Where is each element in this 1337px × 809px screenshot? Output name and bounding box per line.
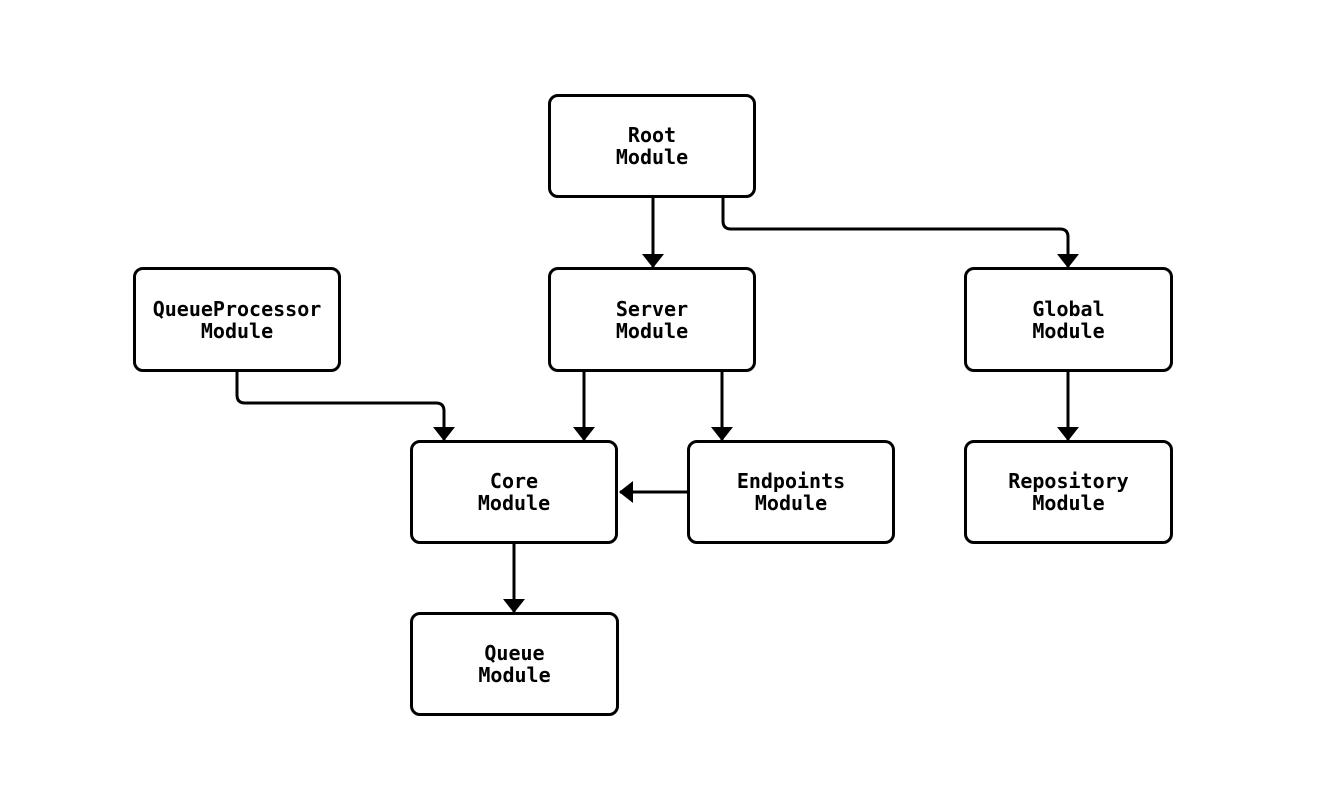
- edge-root-global: [721, 198, 1079, 268]
- node-root: Root Module: [548, 94, 756, 198]
- node-label-core: Core Module: [477, 469, 551, 515]
- node-server: Server Module: [548, 267, 756, 372]
- node-repository: Repository Module: [964, 440, 1173, 544]
- node-label-repository: Repository Module: [1008, 469, 1129, 515]
- node-label-global: Global Module: [1032, 296, 1105, 343]
- node-label-queue: Queue Module: [478, 641, 551, 687]
- node-label-root: Root Module: [615, 123, 689, 169]
- edge-group: [235, 198, 1079, 613]
- edge-queueprocessor-core: [235, 372, 455, 441]
- node-label-queueprocessor: QueueProcessor Module: [152, 296, 322, 343]
- node-core: Core Module: [410, 440, 618, 544]
- node-label-server: Server Module: [615, 296, 689, 343]
- node-endpoints: Endpoints Module: [687, 440, 895, 544]
- node-global: Global Module: [964, 267, 1173, 372]
- node-label-endpoints: Endpoints Module: [736, 469, 846, 515]
- node-queue: Queue Module: [410, 612, 619, 716]
- node-queueprocessor: QueueProcessor Module: [133, 267, 341, 372]
